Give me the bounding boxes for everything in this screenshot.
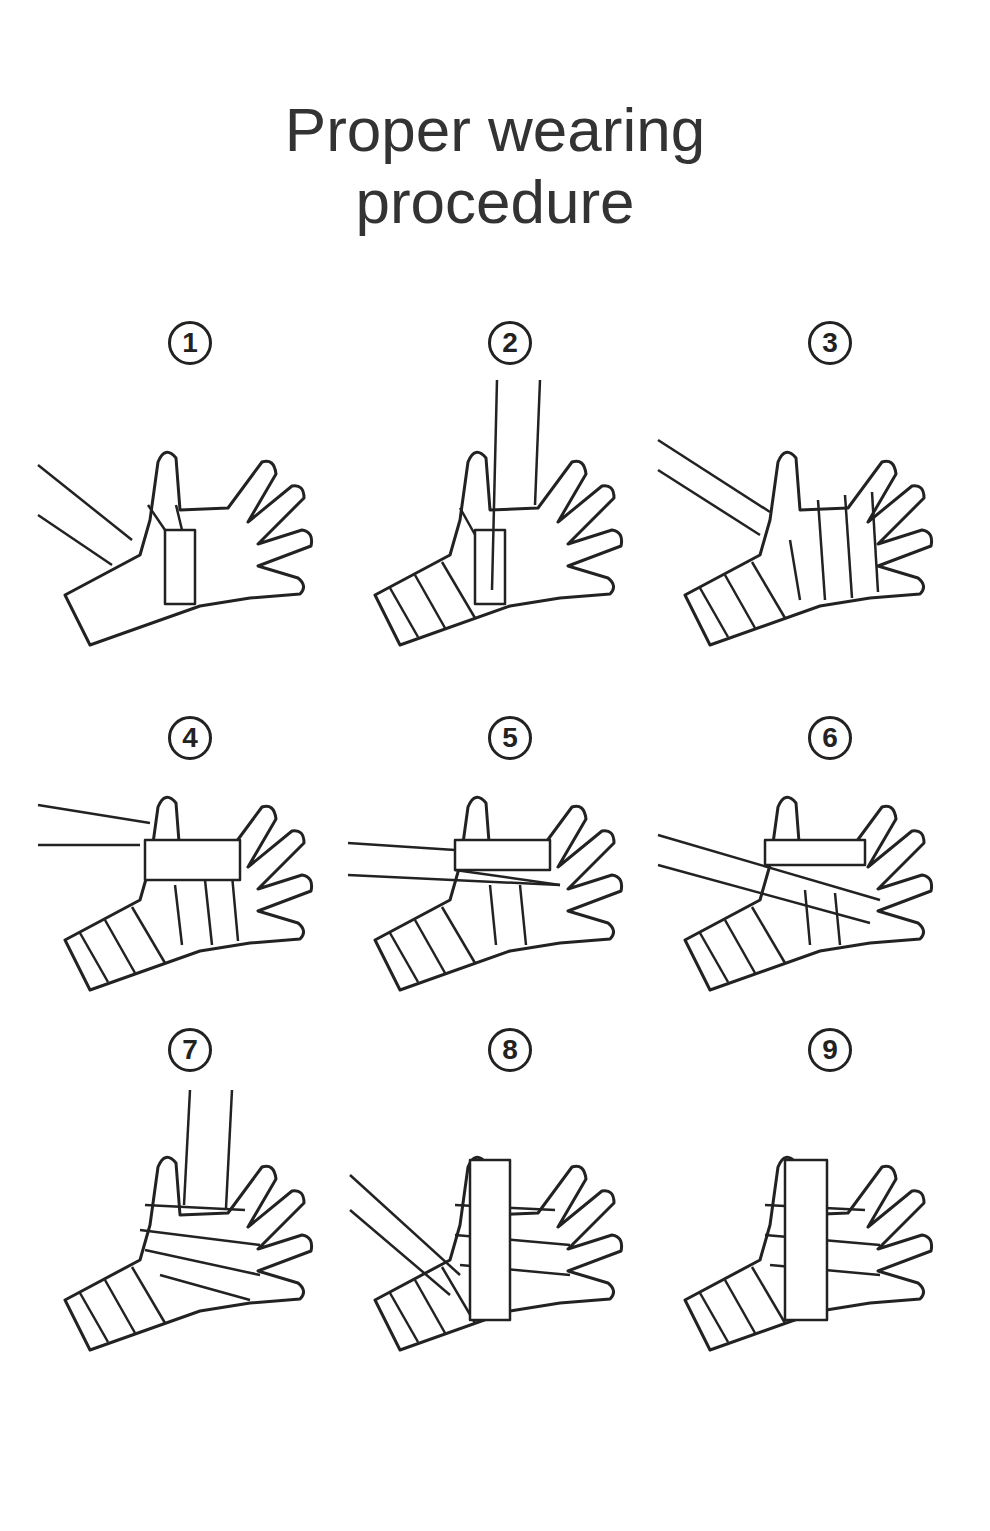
- callout-number: 1: [168, 321, 212, 365]
- callout-number: 4: [168, 716, 212, 760]
- callout-number-text: 6: [822, 724, 838, 752]
- callout-number: 7: [168, 1028, 212, 1072]
- callout-number: 9: [808, 1028, 852, 1072]
- callout-number: 3: [808, 321, 852, 365]
- callout-number-text: 1: [182, 329, 198, 357]
- callout-number-text: 2: [502, 329, 518, 357]
- callout-number-text: 7: [182, 1036, 198, 1064]
- callout-number: 8: [488, 1028, 532, 1072]
- callout-number-text: 9: [822, 1036, 838, 1064]
- callout-number: 2: [488, 321, 532, 365]
- title: Proper wearing procedure: [195, 94, 795, 238]
- callout-number: 5: [488, 716, 532, 760]
- callout-number: 6: [808, 716, 852, 760]
- callout-number-text: 3: [822, 329, 838, 357]
- callout-number-text: 5: [502, 724, 518, 752]
- callout-number-text: 4: [182, 724, 198, 752]
- callout-number-text: 8: [502, 1036, 518, 1064]
